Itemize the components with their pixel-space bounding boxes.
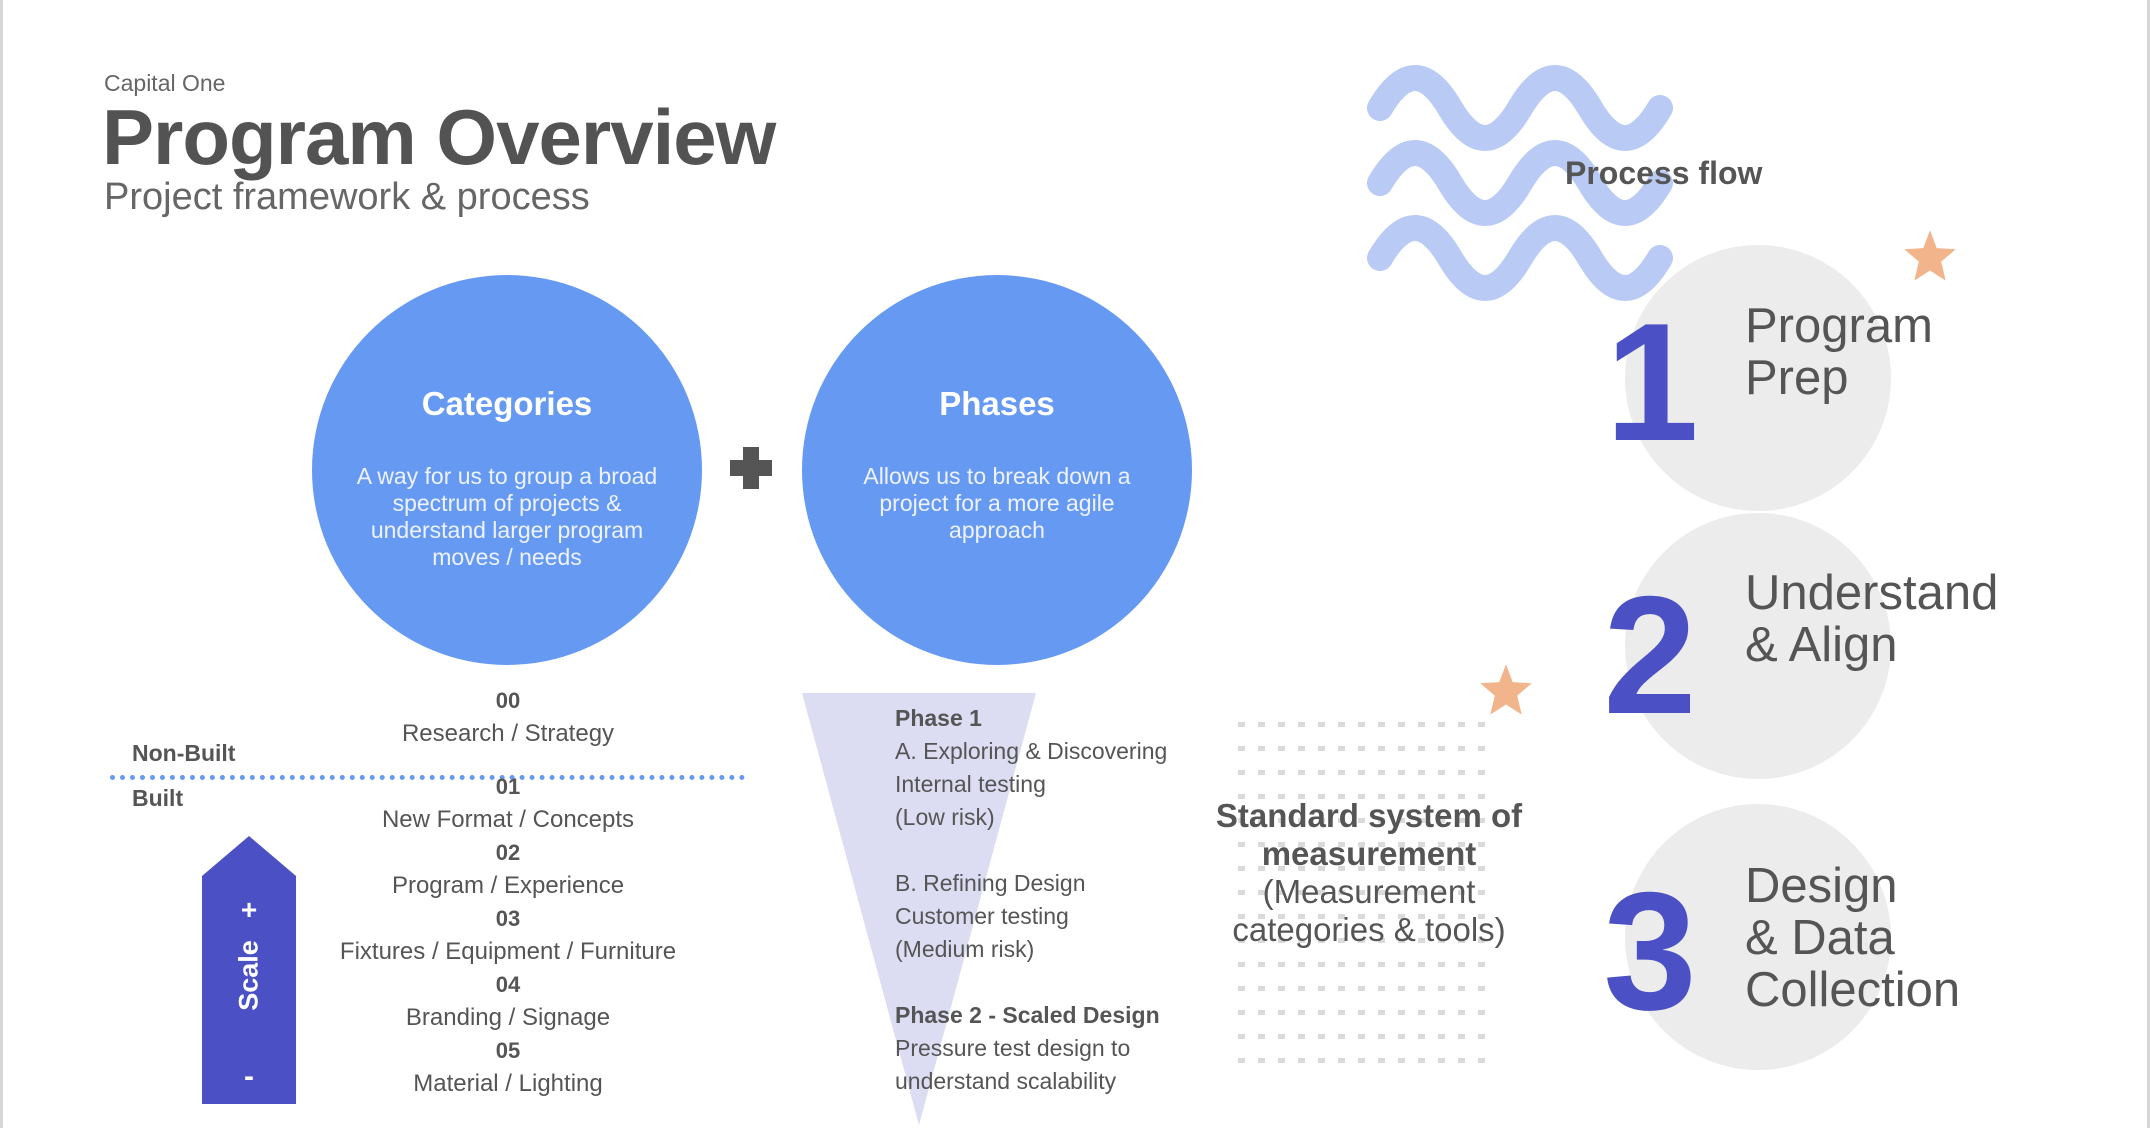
phase1a-line: A. Exploring & Discovering [895, 738, 1168, 764]
categories-circle: Categories A way for us to group a broad… [312, 275, 702, 665]
star-icon [1480, 664, 1532, 715]
phase1b-line: B. Refining Design [895, 870, 1086, 896]
category-label: Program / Experience [391, 872, 625, 899]
step-number: 1 [1605, 288, 1699, 476]
step-label-line: Understand [1745, 566, 1999, 620]
step-bubble [1625, 804, 1891, 1070]
star-icon [1904, 230, 1956, 281]
measurement-title-line: measurement [1261, 835, 1477, 872]
step-label-line: Design [1745, 859, 1898, 913]
divider-gap [300, 750, 716, 770]
category-number: 00 [495, 688, 521, 713]
plus-icon [730, 447, 772, 489]
phase1-title: Phase 1 [895, 705, 982, 731]
spacer [895, 966, 1225, 999]
category-label: Branding / Signage [405, 1004, 611, 1031]
measurement-note-line: (Measurement [1262, 873, 1476, 910]
category-number: 01 [495, 774, 521, 799]
phases-description: Allows us to break down a project for a … [863, 463, 1131, 543]
phases-title: Phases [939, 385, 1055, 422]
step-label-line: Program [1745, 299, 1933, 353]
phase1b-line: Customer testing [895, 903, 1069, 929]
step-label: Understand & Align [1745, 567, 2075, 671]
measurement-title-line: Standard system of [1215, 797, 1523, 834]
phase2-line: understand scalability [895, 1068, 1117, 1094]
non-built-label: Non-Built [132, 740, 236, 766]
step-label: Program Prep [1745, 300, 2045, 404]
measurement-block: Standard system of measurement (Measurem… [1188, 797, 1550, 949]
scale-minus-sign: - [244, 1060, 254, 1093]
scale-label: Scale [233, 940, 264, 1011]
phase-funnel [802, 693, 1036, 1125]
step-label-line: & Data [1745, 911, 1895, 965]
brand-eyebrow: Capital One [104, 70, 226, 96]
step-label-line: Prep [1745, 351, 1849, 405]
categories-description: A way for us to group a broad spectrum o… [356, 463, 658, 570]
step-bubble [1625, 513, 1891, 779]
step-number: 3 [1603, 857, 1697, 1045]
step-label-line: Collection [1745, 963, 1961, 1017]
built-label: Built [132, 785, 184, 811]
category-label: Research / Strategy [401, 720, 615, 747]
frame-left-border [0, 0, 3, 1128]
wave-decoration [1367, 65, 1673, 301]
page-subtitle: Project framework & process [104, 176, 590, 218]
built-divider [110, 775, 745, 780]
category-number: 04 [495, 972, 521, 997]
step-number: 2 [1603, 561, 1697, 749]
category-label: New Format / Concepts [381, 806, 635, 833]
phase1a-line: (Low risk) [895, 804, 995, 830]
category-number: 05 [495, 1038, 521, 1063]
scale-arrow [202, 836, 296, 1104]
page-title: Program Overview [102, 93, 776, 181]
step-label: Design & Data Collection [1745, 860, 2075, 1016]
phases-circle: Phases Allows us to break down a project… [802, 275, 1192, 665]
phase2-line: Pressure test design to [895, 1035, 1131, 1061]
category-number: 02 [495, 840, 521, 865]
phase2-title: Phase 2 - Scaled Design [895, 1002, 1160, 1028]
scale-plus-sign: + [240, 894, 258, 925]
phases-detail: Phase 1 A. Exploring & Discovering Inter… [895, 702, 1225, 1098]
phase1a-line: Internal testing [895, 771, 1046, 797]
category-list: 00 Research / Strategy 01 New Format / C… [300, 684, 716, 1100]
phase1b-line: (Medium risk) [895, 936, 1035, 962]
category-label: Fixtures / Equipment / Furniture [339, 938, 677, 965]
frame-right-border [2147, 0, 2150, 1128]
process-flow-title: Process flow [1565, 155, 1763, 191]
category-number: 03 [495, 906, 521, 931]
step-label-line: & Align [1745, 618, 1898, 672]
categories-title: Categories [421, 385, 593, 422]
category-label: Material / Lighting [413, 1070, 603, 1097]
measurement-note-line: categories & tools) [1232, 911, 1506, 948]
spacer [895, 834, 1225, 867]
step-bubble [1625, 245, 1891, 511]
dot-grid-decoration [1238, 722, 1488, 1082]
